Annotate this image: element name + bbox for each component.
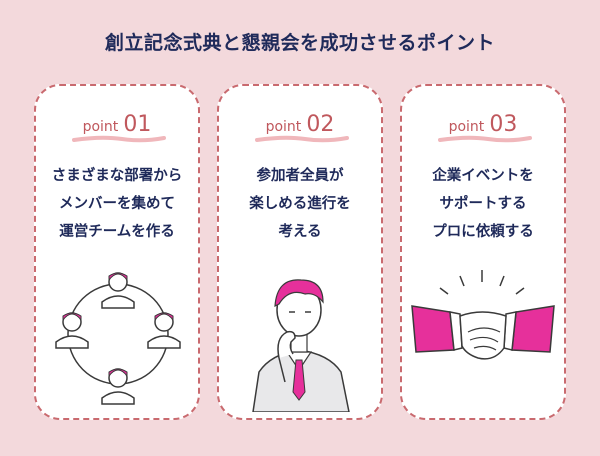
point-number: 02 [306, 112, 335, 137]
description-line: 楽しめる進行を [249, 196, 351, 212]
description-line: メンバーを集めて [59, 196, 175, 212]
point-label: point [448, 119, 485, 135]
description-line: サポートする [439, 196, 527, 212]
person-icon [55, 312, 89, 349]
person-icon [147, 312, 181, 349]
description-line: 運営チームを作る [59, 224, 175, 240]
point-heading-3: point 03 [402, 112, 564, 137]
point-card-1: point 01 さまざまな部署から メンバーを集めて 運営チームを作る [34, 84, 200, 420]
point-number: 03 [489, 112, 518, 137]
point-label: point [265, 119, 302, 135]
point-card-3: point 03 企業イベントを サポートする プロに依頼する [400, 84, 566, 420]
description-line: プロに依頼する [432, 224, 534, 240]
page-title: 創立記念式典と懇親会を成功させるポイント [104, 32, 495, 54]
handshake-illustration-icon [411, 270, 555, 360]
description-line: 企業イベントを [432, 168, 534, 184]
point-number: 01 [123, 112, 152, 137]
description-line: 考える [278, 224, 322, 240]
thinking-person-illustration-icon [252, 279, 350, 412]
team-circle-illustration-icon [55, 272, 181, 405]
brush-underline [438, 135, 532, 143]
brush-underline [255, 135, 349, 143]
point-description-2: 参加者全員が 楽しめる進行を 考える [219, 162, 381, 246]
person-icon [101, 272, 135, 309]
description-line: 参加者全員が [256, 168, 344, 184]
description-line: さまざまな部署から [51, 168, 183, 184]
point-label: point [82, 119, 119, 135]
point-heading-2: point 02 [219, 112, 381, 137]
point-heading-1: point 01 [36, 112, 198, 137]
point-description-3: 企業イベントを サポートする プロに依頼する [402, 162, 564, 246]
person-icon [101, 368, 135, 405]
point-description-1: さまざまな部署から メンバーを集めて 運営チームを作る [36, 162, 198, 246]
brush-underline [72, 135, 166, 143]
point-card-2: point 02 参加者全員が 楽しめる進行を 考える [217, 84, 383, 420]
